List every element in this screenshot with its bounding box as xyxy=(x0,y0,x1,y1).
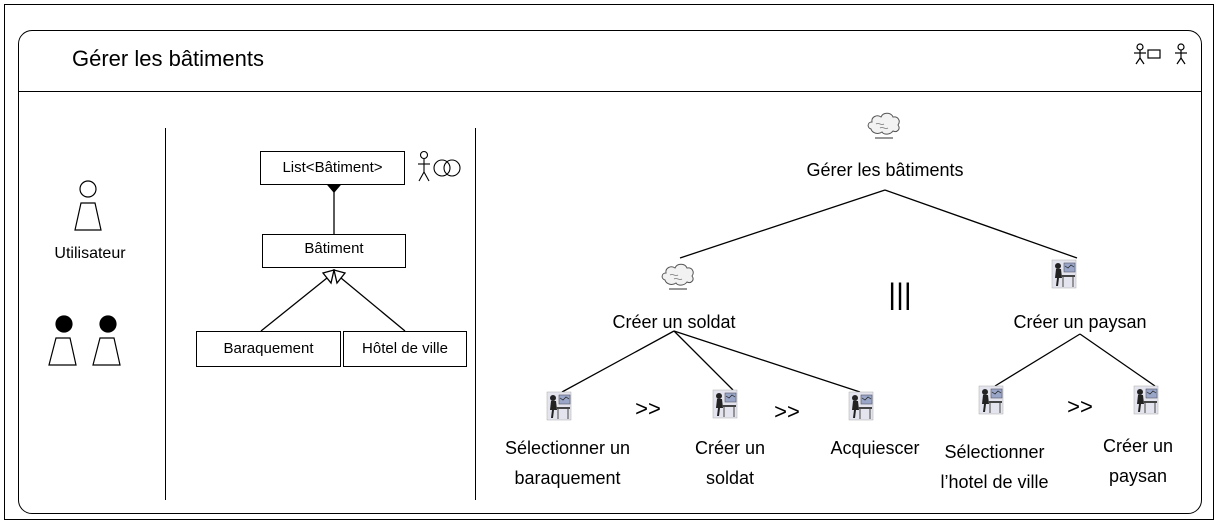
sequence-operator: >> xyxy=(1067,394,1093,419)
leaf-task-line: Créer un xyxy=(694,438,766,458)
task-tree-lines xyxy=(561,189,1156,393)
leaf-task-line: Acquiescer xyxy=(830,438,920,458)
separator-right xyxy=(475,128,476,500)
subclass-right-box: Hôtel de ville xyxy=(343,331,467,367)
leaf-task-line: paysan xyxy=(1108,466,1168,486)
list-class-box: List<Bâtiment> xyxy=(260,151,405,185)
user-actor-label: Utilisateur xyxy=(54,245,126,262)
collaboration-icon xyxy=(418,150,461,182)
root-task-label: Gérer les bâtiments xyxy=(806,160,964,180)
leaf-task-line: soldat xyxy=(705,468,755,488)
separator-left xyxy=(165,128,166,500)
leaf-task-line: Sélectionner xyxy=(944,442,1045,462)
leaf-task-line: l’hotel de ville xyxy=(940,472,1049,492)
interaction-task-icon xyxy=(848,391,874,421)
interaction-task-icon xyxy=(978,385,1004,415)
right-task-label: Créer un paysan xyxy=(1013,312,1147,332)
outer-frame xyxy=(4,4,1214,520)
leaf-task-line: Créer un xyxy=(1102,436,1174,456)
leaf-task-line: Sélectionner un xyxy=(504,438,631,458)
interaction-task-icon xyxy=(1051,259,1077,289)
leaf-task-label: Sélectionner l’hotel de ville xyxy=(922,437,1067,497)
interaction-task-icon xyxy=(546,391,572,421)
sequence-operator: >> xyxy=(774,399,800,424)
diagram-panel xyxy=(18,30,1202,514)
header-divider xyxy=(19,91,1201,92)
group-actor-icon xyxy=(48,315,121,366)
leaf-task-label: Sélectionner un baraquement xyxy=(480,433,655,493)
abstract-task-icon xyxy=(661,263,694,290)
abstract-task-icon xyxy=(867,112,900,139)
panel-title: Gérer les bâtiments xyxy=(72,46,264,71)
leaf-task-label: Acquiescer xyxy=(815,433,935,463)
left-task-label: Créer un soldat xyxy=(612,312,736,332)
subclass-left-box: Baraquement xyxy=(196,331,341,367)
parallel-operator: ||| xyxy=(888,278,912,311)
class-diagram-connectors xyxy=(260,177,406,332)
sequence-operator: >> xyxy=(635,396,661,421)
interaction-task-icon xyxy=(712,389,738,419)
interaction-task-icon xyxy=(1133,385,1159,415)
leaf-task-line: baraquement xyxy=(514,468,621,488)
base-class-box: Bâtiment xyxy=(262,234,406,268)
user-actor-icon xyxy=(74,180,102,231)
interactive-session-icon xyxy=(1134,43,1187,65)
leaf-task-label: Créer un soldat xyxy=(670,433,790,493)
leaf-task-label: Créer un paysan xyxy=(1078,431,1198,491)
